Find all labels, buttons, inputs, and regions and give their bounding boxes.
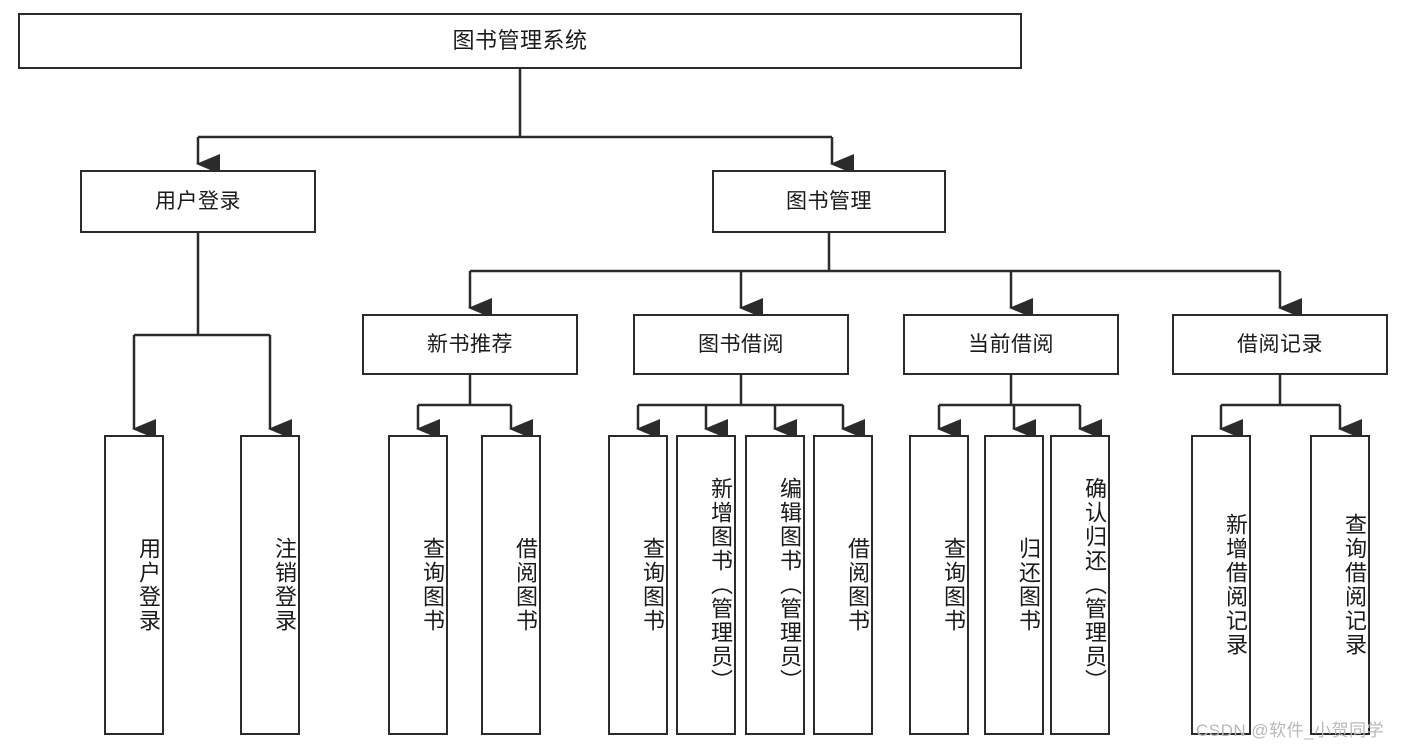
node-leaf-return-book[interactable]: 归还图书: [984, 435, 1044, 735]
node-current-borrow[interactable]: 当前借阅: [903, 314, 1119, 375]
node-leaf-confirm-return[interactable]: 确认归还（管理员）: [1050, 435, 1110, 735]
node-leaf-query-record[interactable]: 查询借阅记录: [1310, 435, 1370, 735]
node-leaf-user-login[interactable]: 用户登录: [104, 435, 164, 735]
node-leaf-query-book-borrow[interactable]: 查询图书: [608, 435, 668, 735]
node-leaf-query-book-rec[interactable]: 查询图书: [388, 435, 448, 735]
node-leaf-edit-book[interactable]: 编辑图书（管理员）: [745, 435, 805, 735]
node-root-system[interactable]: 图书管理系统: [18, 13, 1022, 69]
node-leaf-add-book[interactable]: 新增图书（管理员）: [676, 435, 736, 735]
node-leaf-borrow-book[interactable]: 借阅图书: [813, 435, 873, 735]
node-borrow-record[interactable]: 借阅记录: [1172, 314, 1388, 375]
node-leaf-add-record[interactable]: 新增借阅记录: [1191, 435, 1251, 735]
csdn-watermark: CSDN @软件_小贺同学: [1196, 721, 1385, 740]
node-leaf-borrow-book-rec[interactable]: 借阅图书: [481, 435, 541, 735]
node-book-borrow[interactable]: 图书借阅: [633, 314, 849, 375]
node-book-manage[interactable]: 图书管理: [712, 170, 946, 233]
node-user-login[interactable]: 用户登录: [80, 170, 316, 233]
node-new-book-recommend[interactable]: 新书推荐: [362, 314, 578, 375]
node-leaf-query-book-cur[interactable]: 查询图书: [909, 435, 969, 735]
node-leaf-user-logout[interactable]: 注销登录: [240, 435, 300, 735]
